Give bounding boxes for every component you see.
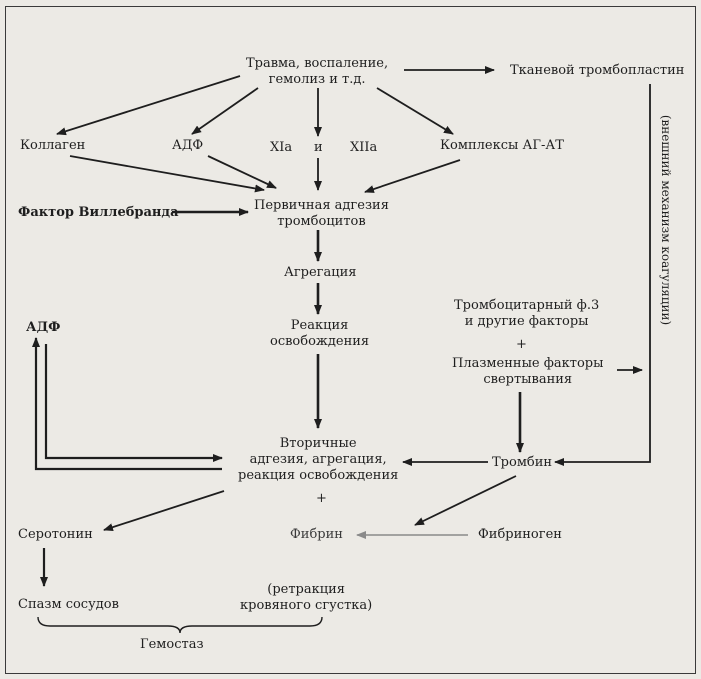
arrow-trauma-to-collagen bbox=[56, 75, 241, 136]
arrow-feedback-to-adp-outer bbox=[32, 337, 222, 471]
label-hemostasis: Гемостаз bbox=[140, 637, 204, 652]
label-adp-top: АДФ bbox=[172, 138, 204, 153]
label-factor-xia: XIa bbox=[270, 140, 293, 155]
label-platelet-factor: Тромбоцитарный ф.3 и другие факторы bbox=[454, 298, 600, 329]
label-plasma-factors: Плазменные факторы свертывания bbox=[452, 356, 604, 387]
arrow-trauma-to-adp bbox=[191, 87, 259, 135]
arrow-extrinsic-to-thrombin bbox=[554, 84, 651, 466]
diagram-frame bbox=[5, 6, 696, 674]
label-plus-1: + bbox=[516, 337, 527, 352]
label-serotonin: Серотонин bbox=[18, 527, 93, 542]
arrow-secondary-to-serotonin bbox=[103, 490, 225, 532]
label-fibrin: Фибрин bbox=[290, 527, 343, 542]
label-factor-xiia: XIIa bbox=[350, 140, 378, 155]
label-fibrinogen: Фибриноген bbox=[478, 527, 562, 542]
label-trauma: Травма, воспаление, гемолиз и т.д. bbox=[246, 56, 389, 87]
label-willebrand: Фактор Виллебранда bbox=[18, 205, 179, 220]
label-vasospasm: Спазм сосудов bbox=[18, 597, 119, 612]
arrow-feedback-inner bbox=[44, 344, 223, 462]
label-and: и bbox=[314, 140, 323, 155]
label-thrombin: Тромбин bbox=[492, 455, 553, 470]
label-aggregation: Агрегация bbox=[284, 265, 357, 280]
label-secondary: Вторичные адгезия, агрегация, реакция ос… bbox=[238, 436, 399, 483]
arrow-adp-to-adhesion bbox=[207, 155, 277, 189]
label-adp-left: АДФ bbox=[26, 320, 61, 335]
arrow-thrombin-to-fibrin bbox=[414, 475, 517, 526]
label-retraction: (ретракция кровяного сгустка) bbox=[240, 582, 373, 613]
arrow-trauma-to-complexes bbox=[376, 87, 454, 135]
hemostasis-brace bbox=[37, 616, 323, 634]
label-primary-adhesion: Первичная адгезия тромбоцитов bbox=[254, 198, 389, 229]
label-tissue-thromboplastin: Тканевой тромбопластин bbox=[510, 63, 685, 78]
label-collagen: Коллаген bbox=[20, 138, 86, 153]
label-ag-at-complexes: Комплексы АГ-АТ bbox=[440, 138, 564, 153]
label-extrinsic-pathway: (внешний механизм коагуляции) bbox=[659, 114, 673, 326]
arrow-complexes-to-adhesion bbox=[364, 159, 461, 193]
label-release-reaction: Реакция освобождения bbox=[270, 318, 370, 349]
arrow-collagen-to-adhesion bbox=[69, 155, 265, 193]
label-plus-2: + bbox=[316, 491, 327, 506]
